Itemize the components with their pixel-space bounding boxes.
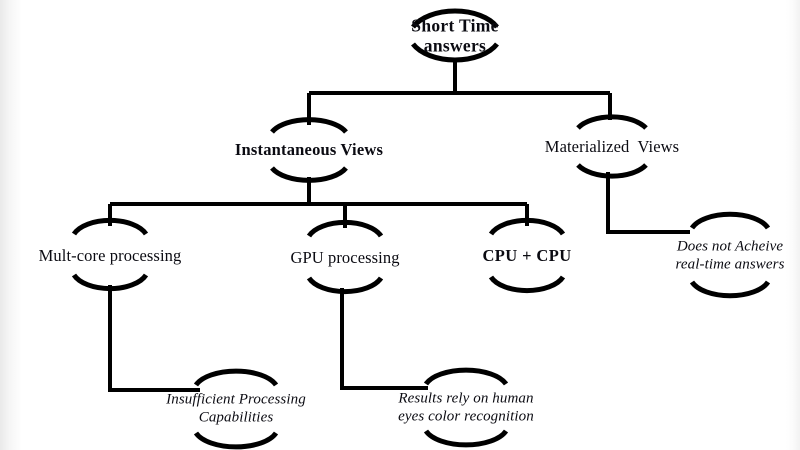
node-outline-cpu-bottom	[488, 275, 566, 294]
node-outline-human-eyes-bottom	[423, 429, 509, 448]
node-root[interactable]: Short Time answers	[411, 15, 499, 55]
node-outline-gpu-top	[306, 219, 384, 238]
node-outline-not-realtime-top	[689, 211, 771, 230]
node-instantaneous-views[interactable]: Instantaneous Views	[234, 139, 384, 159]
node-outline-materialized-bottom	[576, 163, 648, 179]
node-outline-insufficient-bottom	[193, 431, 279, 450]
node-gpu-processing[interactable]: GPU processing	[290, 247, 400, 267]
node-outline-multicore-top	[71, 217, 149, 236]
node-outline-not-realtime-bottom	[689, 280, 771, 299]
node-outline-cpu-top	[488, 217, 566, 236]
edge-materialized-to-not-realtime	[606, 172, 690, 234]
node-results-rely-on-human-eyes[interactable]: Results rely on human eyes color recogni…	[398, 390, 534, 424]
node-outline-instantaneous-bottom	[270, 166, 348, 183]
node-outline-root-top	[411, 8, 499, 29]
node-materialized-views[interactable]: Materialized Views	[544, 136, 680, 156]
node-does-not-acheive-realtime[interactable]: Does not Acheive real-time answers	[675, 238, 785, 272]
node-insufficient-processing-capabilities[interactable]: Insufficient Processing Capabilities	[166, 391, 306, 425]
node-outline-insufficient-top	[193, 368, 279, 387]
node-outline-materialized-top	[576, 114, 648, 130]
node-outline-human-eyes-top	[423, 367, 509, 386]
node-outline-instantaneous-top	[270, 117, 348, 134]
node-outline-multicore-bottom	[71, 273, 149, 292]
edge-gpu-to-human-eyes	[340, 288, 428, 390]
node-outline-root-bottom	[411, 42, 499, 63]
node-cpu-plus-cpu[interactable]: CPU + CPU	[482, 245, 572, 265]
edge-multicore-to-insufficient	[108, 285, 200, 392]
node-outline-gpu-bottom	[306, 276, 384, 295]
node-mult-core-processing[interactable]: Mult-core processing	[38, 245, 182, 265]
